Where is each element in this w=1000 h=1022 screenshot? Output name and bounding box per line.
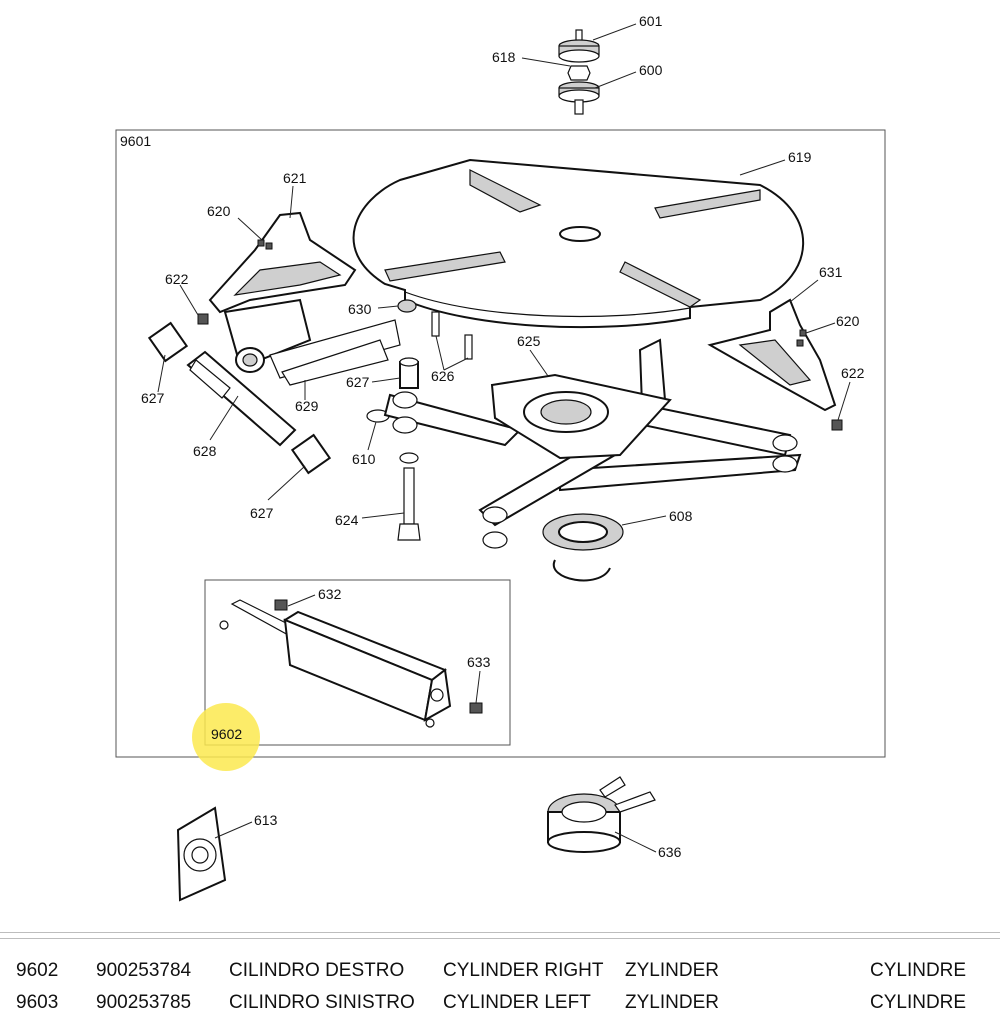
table-separator-inner xyxy=(0,938,1000,939)
callout-631: 631 xyxy=(819,264,843,280)
callout-626: 626 xyxy=(431,368,455,384)
rotary-fitting xyxy=(547,776,656,853)
callout-621: 621 xyxy=(283,170,307,186)
callout-600: 600 xyxy=(639,62,663,78)
callout-636: 636 xyxy=(658,844,682,860)
pin-and-bushings xyxy=(147,321,332,475)
turntable-disc xyxy=(352,158,805,329)
exploded-parts-diagram: 9601 xyxy=(115,13,886,902)
right-clamp-jaw xyxy=(707,298,843,431)
callout-629: 629 xyxy=(295,398,319,414)
bolt-stack xyxy=(366,357,421,541)
cell-pos: 9603 xyxy=(16,992,59,1013)
highlight-marker xyxy=(192,703,260,771)
left-clamp-jaw xyxy=(197,211,357,373)
callout-627-bottom: 627 xyxy=(250,505,274,521)
callout-613: 613 xyxy=(254,812,278,828)
table-row[interactable]: 9602 900253784 CILINDRO DESTRO CYLINDER … xyxy=(0,960,1000,990)
cell-english: CYLINDER LEFT xyxy=(443,992,591,1013)
group-label-9602: 9602 xyxy=(211,726,242,742)
callout-608: 608 xyxy=(669,508,693,524)
pad-bolt-assembly xyxy=(558,29,600,115)
callout-622-right: 622 xyxy=(841,365,865,381)
callout-610: 610 xyxy=(352,451,376,467)
callout-620-right: 620 xyxy=(836,313,860,329)
callout-numbers: 601 618 600 619 621 620 622 630 627 628 … xyxy=(141,13,865,860)
callout-633: 633 xyxy=(467,654,491,670)
callout-630: 630 xyxy=(348,301,372,317)
main-assembly-frame xyxy=(115,129,886,758)
hydraulic-cylinder xyxy=(219,599,483,728)
cylinder-subframe xyxy=(204,579,511,746)
cell-italian: CILINDRO SINISTRO xyxy=(229,992,415,1013)
cell-english: CYLINDER RIGHT xyxy=(443,960,604,981)
cell-pos: 9602 xyxy=(16,960,59,981)
callout-622-left: 622 xyxy=(165,271,189,287)
cell-french: CYLINDRE xyxy=(870,960,967,981)
callout-627-mid: 627 xyxy=(346,374,370,390)
table-row[interactable]: 9603 900253785 CILINDRO SINISTRO CYLINDE… xyxy=(0,992,1000,1022)
cell-italian: CILINDRO DESTRO xyxy=(229,960,405,981)
table-separator-top xyxy=(0,932,1000,933)
parts-table: 9602 900253784 CILINDRO DESTRO CYLINDER … xyxy=(0,930,1000,1013)
cell-french: CYLINDRE xyxy=(870,992,967,1013)
callout-632: 632 xyxy=(318,586,342,602)
callout-601: 601 xyxy=(639,13,663,29)
bearing-ring xyxy=(542,513,624,582)
callout-627-top: 627 xyxy=(141,390,165,406)
leader-lines xyxy=(157,23,851,853)
callout-625: 625 xyxy=(517,333,541,349)
cell-german: ZYLINDER xyxy=(625,960,719,981)
spider-arms-assembly xyxy=(383,338,802,549)
gasket-kit-bag xyxy=(176,806,227,902)
callout-620-left: 620 xyxy=(207,203,231,219)
cell-code: 900253785 xyxy=(96,992,192,1013)
cell-code: 900253784 xyxy=(96,960,192,981)
callout-628: 628 xyxy=(193,443,217,459)
callout-624: 624 xyxy=(335,512,359,528)
callout-619: 619 xyxy=(788,149,812,165)
callout-618: 618 xyxy=(492,49,516,65)
group-label-9601: 9601 xyxy=(120,133,151,149)
cell-german: ZYLINDER xyxy=(625,992,719,1013)
